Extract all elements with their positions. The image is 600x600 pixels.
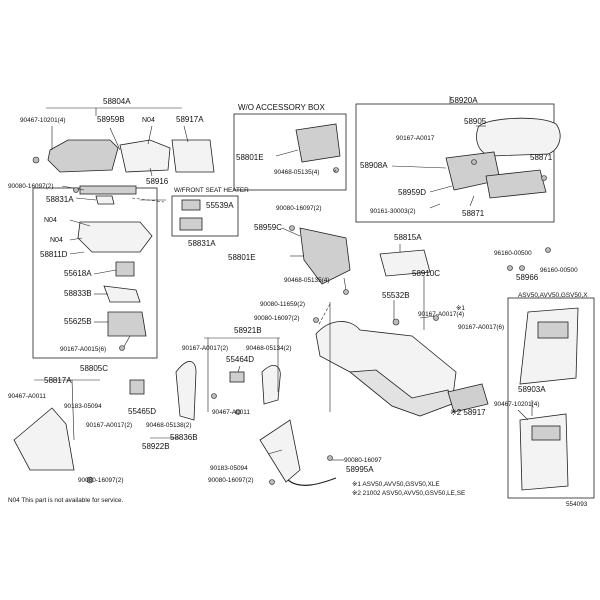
part-label: N04	[50, 237, 63, 244]
part-label: 55625B	[64, 317, 92, 326]
seat-heater-section	[171, 195, 239, 237]
part-label: ※2 58917	[450, 408, 486, 417]
part-label: N04	[142, 117, 155, 124]
rear-vent-section	[507, 297, 595, 499]
part-label: 90167-A0015(6)	[60, 346, 106, 353]
part-label: 58836B	[170, 433, 198, 442]
part-label: 58801E	[236, 153, 264, 162]
footnote-2: ※2 21002 ASV50,AVV50,GSV50,LE,SE	[352, 490, 465, 497]
center-trim-pieces	[129, 361, 301, 483]
rear-vent-panel	[519, 307, 579, 491]
part-label: 90167-A0017(2)	[86, 422, 132, 429]
part-label: 90080-16097(2)	[8, 183, 53, 190]
part-label: 58959D	[398, 188, 426, 197]
part-label: 90080-16097(2)	[276, 205, 321, 212]
part-label: 58804A	[103, 97, 131, 106]
part-label: 90080-16097(2)	[254, 315, 299, 322]
n04-note: N04 This part is not available for servi…	[8, 497, 124, 504]
no-accessory-box-part	[295, 123, 341, 173]
part-label: ASV50,AVV50,GSV50,X	[518, 292, 588, 299]
part-label: 96160-00500	[540, 267, 578, 274]
console-box-top-part	[47, 139, 215, 195]
part-label: 90080-16097	[344, 457, 382, 464]
part-label: 90167-A0017(6)	[458, 324, 504, 331]
part-label: 90167-A0017(2)	[182, 345, 228, 352]
part-label: 58908A	[360, 161, 388, 170]
part-label: 58920A	[450, 96, 478, 105]
main-console-body	[315, 321, 489, 417]
part-label: 58916	[146, 177, 169, 186]
part-label: 90183-05094	[64, 403, 102, 410]
console-inner-parts	[77, 195, 153, 337]
part-label: 58921B	[234, 326, 262, 335]
part-label: 55465D	[128, 407, 156, 416]
fasteners	[32, 156, 551, 485]
part-label: 55539A	[206, 201, 234, 210]
part-label: 58871	[530, 153, 553, 162]
part-label: 90080-16097(2)	[208, 477, 253, 484]
part-label: 58922B	[142, 442, 170, 451]
part-label: ※1	[456, 305, 465, 312]
part-label: 90468-05135(4)	[274, 169, 319, 176]
footnote-1: ※1 ASV50,AVV50,GSV50,XLE	[352, 481, 440, 488]
part-label: 55618A	[64, 269, 92, 278]
part-label: 58905	[464, 117, 487, 126]
part-label: 90080-16097(2)	[78, 477, 123, 484]
part-label: 90080-11659(2)	[260, 301, 305, 308]
part-label: 58831A	[46, 195, 74, 204]
section-label-no-accessory-box: W/O ACCESSORY BOX	[238, 103, 326, 112]
part-label: 90167-A0017(4)	[418, 311, 464, 318]
mid-console-box-part	[299, 227, 351, 295]
part-label: 58811D	[40, 250, 68, 259]
part-label: 58871	[462, 209, 485, 218]
wire-harness	[287, 477, 337, 486]
part-label: 55464D	[226, 355, 254, 364]
part-label: 58805C	[80, 364, 108, 373]
part-label: 90183-05094	[210, 465, 248, 472]
seat-heater-part	[179, 199, 203, 231]
armrest-section	[355, 103, 555, 223]
part-label: 90468-05135(4)	[284, 277, 329, 284]
part-label: 58801E	[228, 253, 256, 262]
part-label: 58917A	[176, 115, 204, 124]
part-label: 96160-00500	[494, 250, 532, 257]
part-label: 58903A	[518, 385, 546, 394]
part-label: 58995A	[346, 465, 374, 474]
part-label: 90167-A0017	[396, 135, 435, 142]
no-accessory-box-section	[233, 113, 347, 191]
part-label: 58959C	[254, 223, 282, 232]
part-label: 90161-30003(2)	[370, 208, 415, 215]
part-label: 58817A	[44, 376, 72, 385]
armrest-lid-part	[445, 117, 561, 199]
part-label: 55532B	[382, 291, 410, 300]
part-label: 58959B	[97, 115, 125, 124]
part-label: N04	[44, 217, 57, 224]
part-label: 90467-A0011	[212, 409, 250, 416]
part-label: 58910C	[412, 269, 440, 278]
part-label: 58833B	[64, 289, 92, 298]
lower-left-trim	[13, 407, 75, 471]
part-label: 90467-10201(4)	[20, 117, 65, 124]
diagram-code: 554093	[566, 501, 588, 508]
part-label: 58831A	[188, 239, 216, 248]
part-label: 90468-05138(2)	[146, 422, 191, 429]
part-label: 58815A	[394, 233, 422, 242]
part-label: 90467-10201(4)	[494, 401, 539, 408]
leader-lines	[34, 96, 533, 461]
part-label: 58966	[516, 273, 539, 282]
section-label-front-seat-heater: W/FRONT SEAT HEATER	[174, 187, 249, 194]
tray-mat-part	[379, 249, 431, 277]
part-label: 90467-A0011	[8, 393, 46, 400]
part-label: 90468-05134(2)	[246, 345, 291, 352]
